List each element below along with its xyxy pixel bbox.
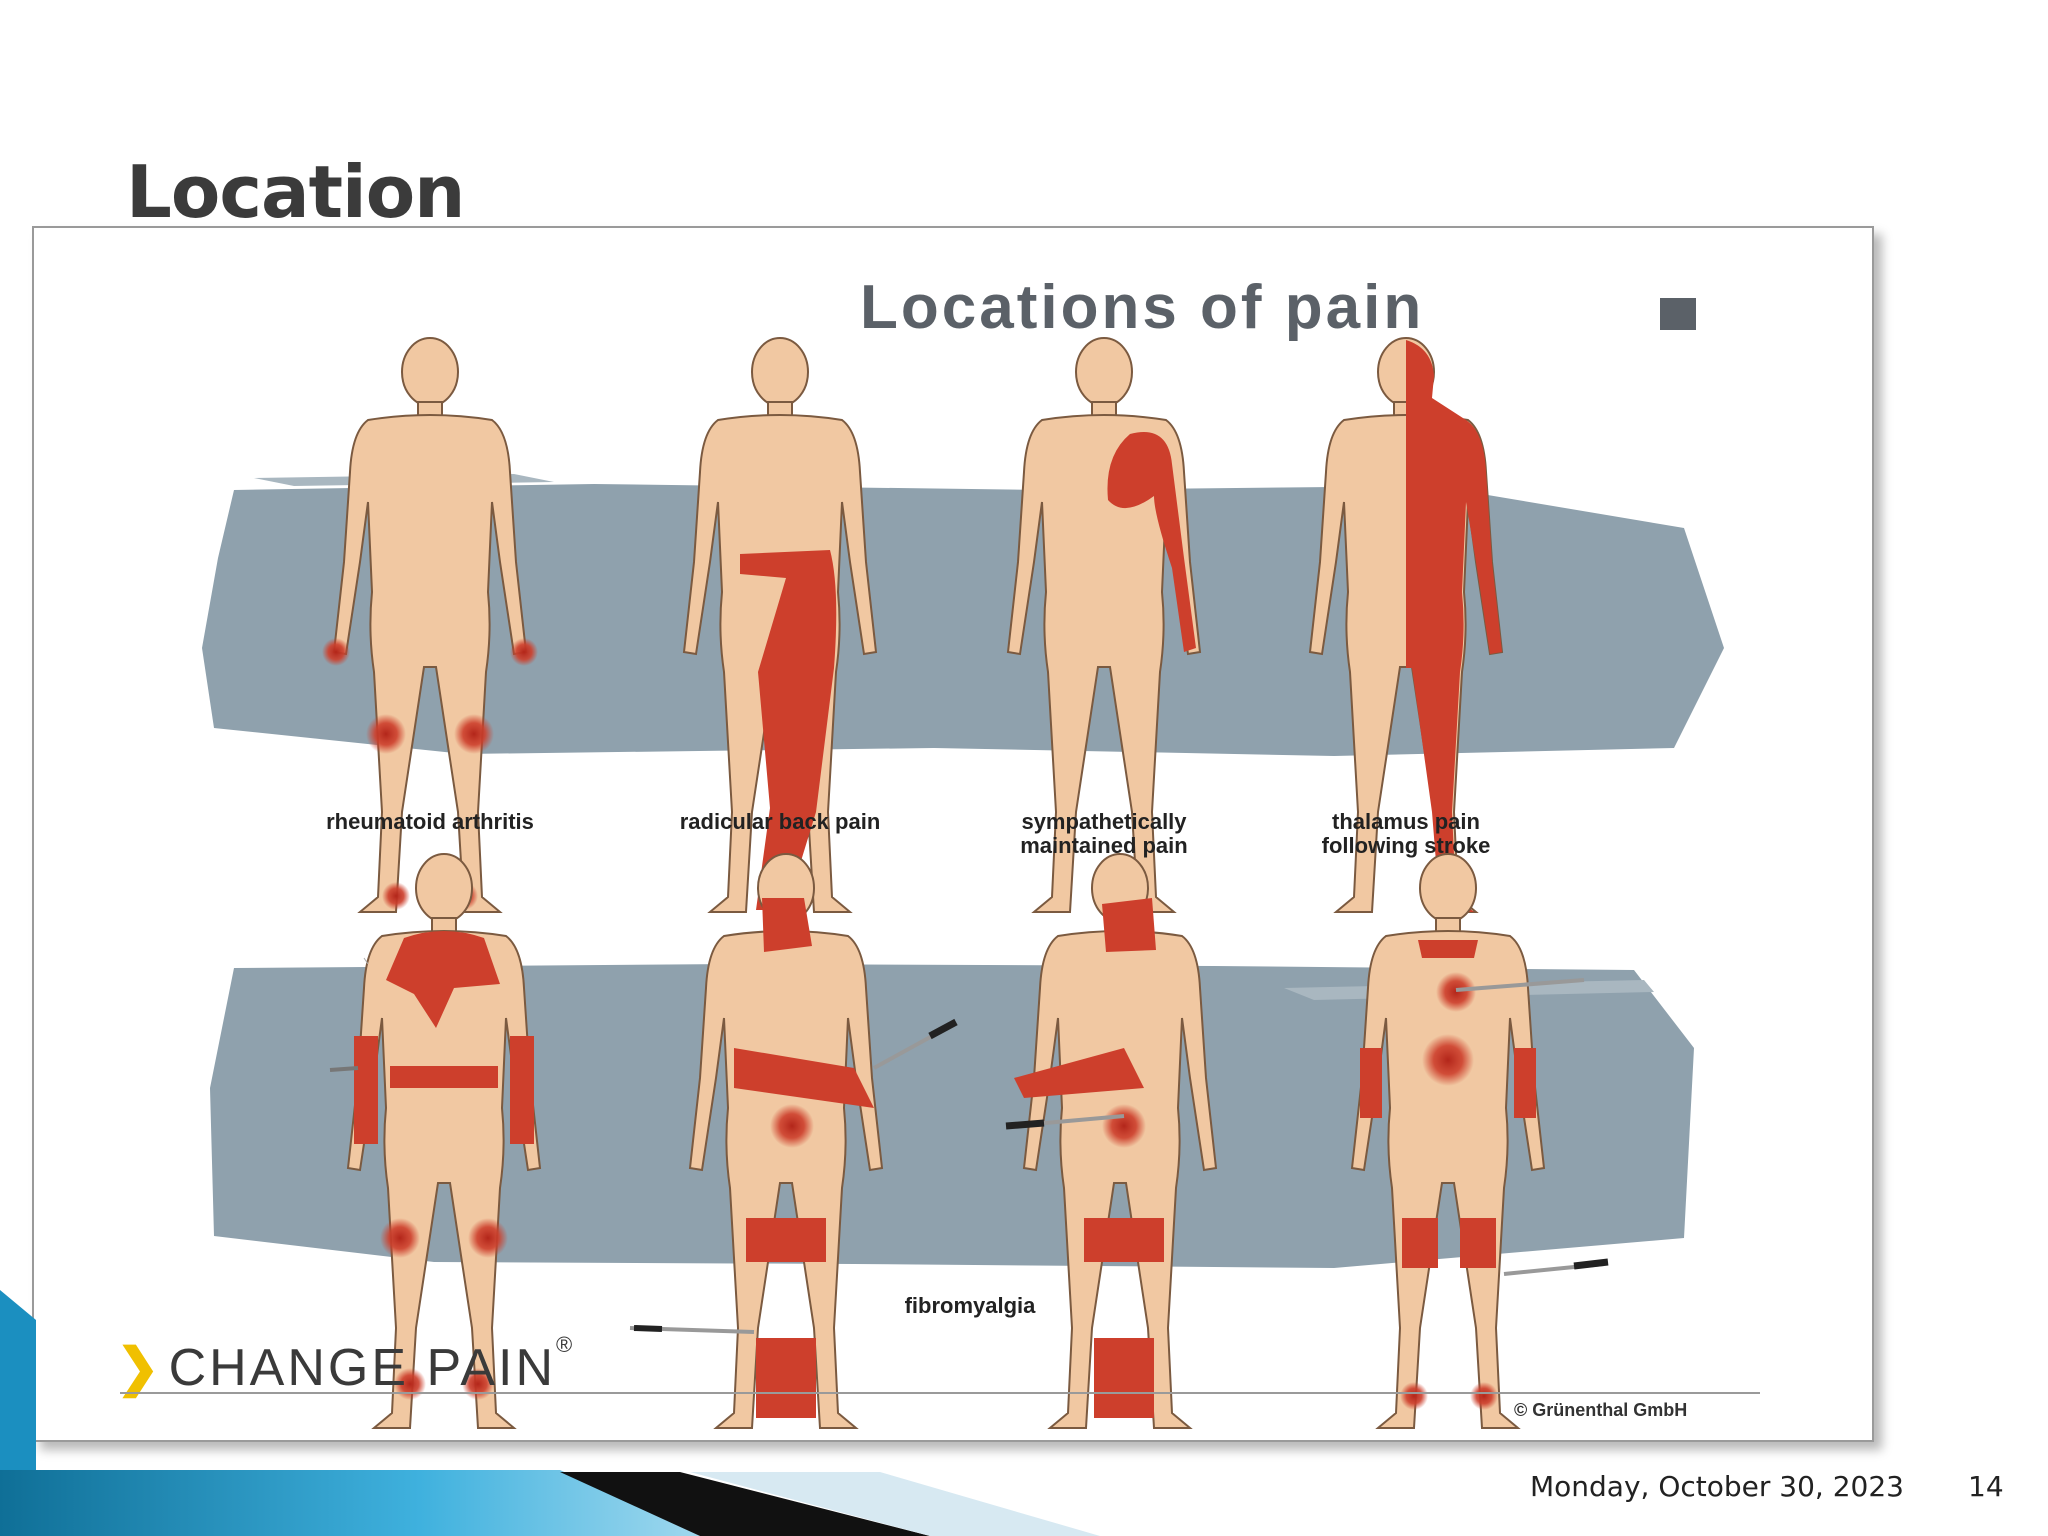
pain-locations-figure: Locations of pain rheumatoid arthritis r… [32,226,1874,1442]
pain-spot [322,638,350,666]
needle [1033,1114,1125,1126]
figure-thalamus-pain [1309,337,1503,913]
pain-region [762,898,812,952]
pain-spot [468,1218,508,1258]
pain-region [510,1036,534,1144]
pain-region [1084,1218,1164,1262]
backdrop-bottom [210,964,1694,1268]
needle [633,1325,663,1332]
caption-fibromyalgia: fibromyalgia [904,1293,1036,1318]
page-number: 14 [1968,1470,2004,1503]
pain-region [1460,1218,1496,1268]
needle [1455,978,1585,992]
chevron-right-icon: ❯ [116,1339,163,1397]
figure-fibromyalgia-back [329,853,541,1429]
decor-black-sweep [560,1472,930,1536]
pain-region [1418,940,1478,958]
pain-spot [1102,1104,1146,1148]
pain-region [1014,1048,1144,1098]
pain-region [756,1338,816,1418]
pain-region [386,931,500,1028]
footer-date: Monday, October 30, 2023 [1530,1470,1904,1503]
needle [363,957,369,965]
pain-region [1406,340,1502,912]
figure-fibromyalgia-front [1351,853,1609,1429]
needle [1005,1119,1045,1130]
pain-spot [380,1218,420,1258]
pain-spot [770,1104,814,1148]
needle [329,1066,359,1072]
pain-region [1514,1048,1536,1118]
brand-divider [120,1392,1760,1394]
heading-square-icon [1660,298,1696,330]
pain-spot [1400,1382,1428,1410]
pain-region [746,1218,826,1262]
figure-fibromyalgia-side-left [1005,853,1217,1429]
pain-spot [1422,1034,1474,1086]
pain-spot [382,882,410,910]
figure-illustration [202,337,1724,1429]
figure-fibromyalgia-side-right [629,853,958,1429]
pain-spot [1436,972,1476,1012]
pain-spot [454,714,494,754]
decor-light-sweep [690,1472,1100,1536]
slide-title: Location [126,150,465,234]
caption-sympathetically-maintained-pain: sympathetically maintained pain [1020,809,1188,858]
figure-radicular-back-pain [683,337,877,913]
caption-thalamus-pain: thalamus pain following stroke [1321,809,1491,858]
pain-spot [1470,1382,1498,1410]
copyright-notice: © Grünenthal GmbH [1514,1400,1688,1420]
pain-region [390,1066,498,1088]
pain-region [1402,1218,1438,1268]
figure-sympathetically-maintained-pain [1007,337,1201,913]
needle [1573,1258,1609,1270]
needle [928,1018,958,1040]
decor-blue-band [0,1470,700,1536]
caption-rheumatoid-arthritis: rheumatoid arthritis [326,809,534,834]
caption-radicular-back-pain: radicular back pain [679,809,881,834]
pain-spot [366,714,406,754]
decor-left-wedge [0,1290,36,1536]
pain-region [740,550,837,910]
pain-region [1102,898,1156,952]
pain-region [1107,432,1196,652]
pain-region [734,1048,874,1108]
figure-heading: Locations of pain [860,273,1425,342]
pain-region [1094,1338,1154,1418]
pain-spot [510,638,538,666]
backdrop-top [202,484,1724,756]
change-pain-logo: ❯CHANGE PAIN® [116,1332,576,1397]
pain-region [1360,1048,1382,1118]
figure-rheumatoid-arthritis [322,337,538,913]
pain-region [354,1036,378,1144]
